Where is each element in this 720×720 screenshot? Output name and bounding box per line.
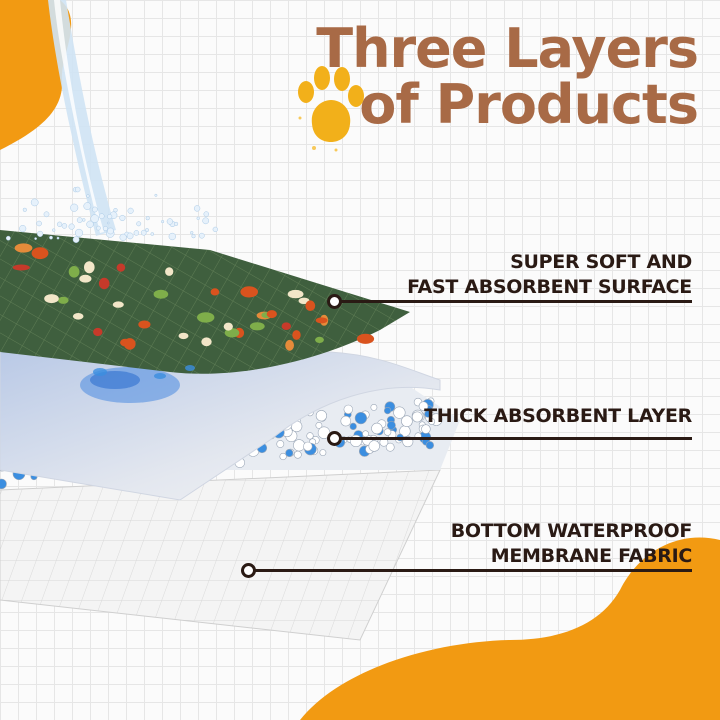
layer-label-middle: THICK ABSORBENT LAYER — [424, 405, 692, 427]
leader-dot-top — [327, 294, 342, 309]
layer-label-top: SUPER SOFT AND FAST ABSORBENT SURFACE — [407, 251, 692, 298]
leader-dot-bottom — [241, 563, 256, 578]
orange-blob-bottom-right — [300, 537, 720, 720]
title-line-2: of Products — [359, 73, 699, 136]
leader-line-middle — [336, 437, 692, 440]
water-stream-illustration — [5, 0, 218, 243]
title-line-1: Three Layers — [316, 17, 699, 80]
leader-dot-middle — [327, 431, 342, 446]
leader-line-top — [336, 300, 692, 303]
top-fabric-layer — [0, 230, 410, 374]
paw-print-icon — [298, 66, 364, 152]
leader-line-bottom — [250, 569, 692, 572]
layer-label-bottom: BOTTOM WATERPROOF MEMBRANE FABRIC — [450, 520, 693, 567]
bottom-membrane-layer — [0, 469, 441, 641]
